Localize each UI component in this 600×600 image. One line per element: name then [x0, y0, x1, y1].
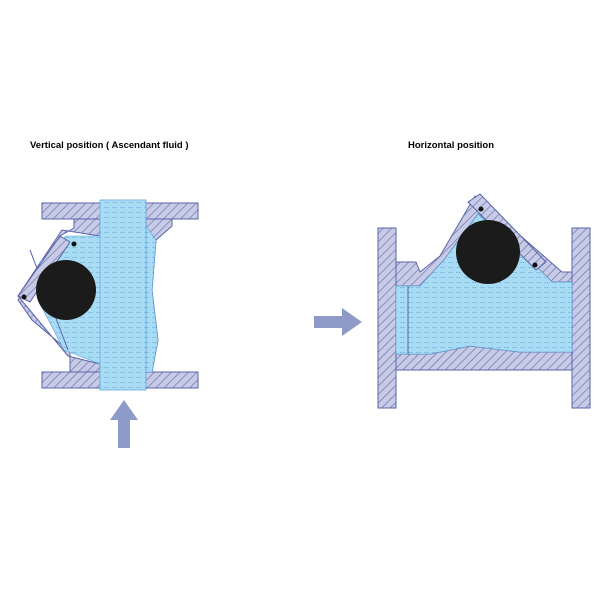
bolt-icon	[21, 294, 27, 300]
horizontal-position-caption: Horizontal position	[408, 140, 495, 151]
up-arrow-icon	[110, 400, 138, 448]
bolt-icon	[71, 241, 77, 247]
vertical-valve	[17, 199, 199, 391]
horizontal-valve	[377, 193, 591, 409]
vertical-position-caption: Vertical position ( Ascendant fluid )	[30, 140, 189, 151]
horizontal-valve-fluid	[395, 213, 573, 355]
ball-icon	[456, 220, 520, 284]
right-arrow-icon	[314, 308, 362, 336]
vertical-bonnet	[17, 235, 71, 303]
ball-icon	[36, 260, 96, 320]
bolt-icon	[532, 262, 538, 268]
bolt-icon	[478, 206, 484, 212]
